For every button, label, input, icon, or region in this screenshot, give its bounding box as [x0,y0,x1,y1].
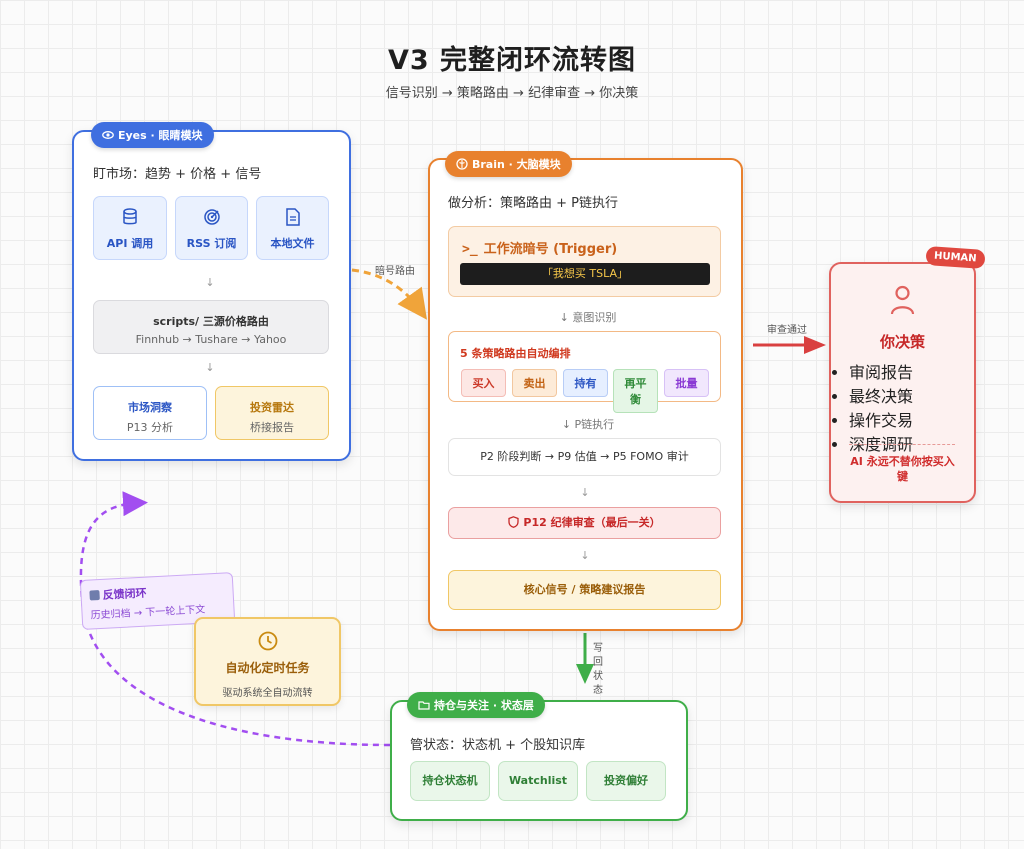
review-label: P12 纪律审查（最后一关） [523,516,661,529]
intent-label: ↓ 意图识别 [559,311,617,324]
trigger-phrase: 「我想买 TSLA」 [460,263,710,285]
price-router-sources: Finnhub → Tushare → Yahoo [135,333,287,346]
rss-icon [203,209,220,225]
investment-radar-title: 投资雷达 [250,401,294,414]
brain-icon [456,158,468,170]
review-pass-arrow-head [804,336,826,354]
human-action: 操作交易 [849,407,913,431]
state-badge-label: 持仓与关注 · 状态层 [434,699,534,712]
human-action: 审阅报告 [849,359,913,383]
pchain-label: ↓ P链执行 [561,418,615,431]
source-rss: RSS 订阅 [175,196,248,260]
human-tag: HUMAN [925,245,986,270]
dark-route-label: 暗号路由 [375,266,415,277]
brain-badge-label: Brain · 大脑模块 [472,158,561,171]
routing-title: 5 条策略路由自动编排 [460,347,571,360]
down-arrow-icon: ↓ [580,549,590,562]
position-state-machine: 持仓状态机 [410,761,490,801]
investment-radar-sub: 桥接报告 [250,421,294,434]
route-buy: 买入 [461,369,506,397]
trigger-box [448,226,721,297]
brain-lead: 做分析：策略路由 + P链执行 [448,196,618,211]
trigger-title: >_ 工作流暗号 (Trigger) [462,238,617,257]
feedback-title-label: 反馈闭环 [102,586,147,602]
investment-preferences: 投资偏好 [586,761,666,801]
watchlist: Watchlist [498,761,578,801]
write-back-arrow-head [576,664,594,684]
diagram-title: V3 完整闭环流转图 [387,45,637,76]
state-badge: 持仓与关注 · 状态层 [407,692,545,718]
route-batch: 批量 [664,369,709,397]
source-api-label: API 调用 [106,237,154,250]
human-action: 深度调研 [849,431,913,455]
eyes-lead: 盯市场：趋势 + 价格 + 信号 [93,167,262,182]
down-arrow-icon: ↓ [205,276,215,289]
eye-icon [102,131,114,139]
feedback-loop-arrow [79,491,391,747]
scheduler-sub: 驱动系统全自动流转 [222,688,313,699]
scheduler-card: 自动化定时任务 驱动系统全自动流转 [194,617,341,706]
source-file-label: 本地文件 [270,237,315,250]
route-sell: 卖出 [512,369,557,397]
shield-icon [508,516,520,528]
report-box: 核心信号 / 策略建议报告 [448,570,721,610]
loop-icon [89,590,100,601]
intent-label-text: 意图识别 [572,311,617,324]
human-title: 你决策 [879,333,925,351]
folder-icon [418,701,430,710]
source-file: 本地文件 [256,196,329,260]
source-rss-label: RSS 订阅 [186,237,237,250]
route-hold: 持有 [563,369,608,397]
human-module [829,262,976,503]
human-action-list: 审阅报告 最终决策 操作交易 深度调研 [849,359,913,455]
user-icon [890,285,915,315]
down-arrow-icon: ↓ [205,361,215,374]
trigger-title-label: 工作流暗号 (Trigger) [483,242,618,257]
review-pass-label: 审查通过 [767,325,807,336]
price-router-title: scripts/ 三源价格路由 [153,315,269,328]
eyes-badge: Eyes · 眼睛模块 [91,122,214,148]
market-insight-sub: P13 分析 [126,421,174,434]
pchain-box: P2 阶段判断 → P9 估值 → P5 FOMO 审计 [448,438,721,476]
human-divider [849,444,955,445]
terminal-icon: >_ [462,242,478,257]
diagram-subtitle: 信号识别 → 策略路由 → 纪律审查 → 你决策 [385,86,639,101]
route-rebalance: 再平衡 [613,369,658,413]
market-insight: 市场洞察 P13 分析 [93,386,207,440]
down-arrow-icon: ↓ [580,486,590,499]
price-router: scripts/ 三源价格路由 Finnhub → Tushare → Yaho… [93,300,329,354]
market-insight-title: 市场洞察 [128,401,172,414]
brain-badge: Brain · 大脑模块 [445,151,572,177]
review-box: P12 纪律审查（最后一关） [448,507,721,539]
scheduler-title: 自动化定时任务 [225,661,310,675]
human-action: 最终决策 [849,383,913,407]
human-warning: AI 永远不替你按买入键 [850,455,955,483]
investment-radar: 投资雷达 桥接报告 [215,386,329,440]
eyes-badge-label: Eyes · 眼睛模块 [118,129,203,142]
clock-icon [258,631,277,651]
source-api: API 调用 [93,196,167,260]
dark-route-arrow [351,268,427,320]
state-lead: 管状态：状态机 + 个股知识库 [410,738,586,753]
database-icon [123,208,137,225]
write-back-label: 写回状态 [593,643,603,696]
file-icon [285,208,300,226]
pchain-label-text: P链执行 [574,418,615,431]
